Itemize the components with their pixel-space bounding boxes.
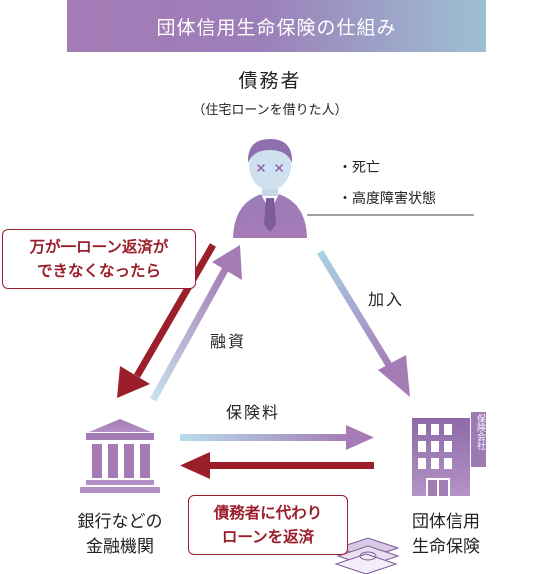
join-arrow: [317, 250, 410, 397]
bank-label-line2: 金融機関: [86, 537, 154, 557]
title-banner: 団体信用生命保険の仕組み: [67, 0, 486, 52]
financing-arrow: [149, 245, 242, 402]
insurer-building-icon: [412, 412, 486, 496]
default-callout-line1: 万が一ローン返済が: [29, 238, 169, 256]
debtor-icon: [233, 139, 307, 238]
insurer-label: 団体信用 生命保険: [396, 510, 496, 560]
default-callout: 万が一ローン返済が できなくなったら: [2, 229, 196, 289]
insurer-label-line2: 生命保険: [412, 537, 480, 557]
bank-icon: [80, 419, 160, 493]
condition-death: ・死亡: [338, 160, 380, 176]
insurer-sign-text: 保険会社: [475, 414, 485, 450]
bank-label: 銀行などの 金融機関: [52, 510, 188, 560]
debtor-label: 債務者: [238, 70, 302, 92]
repay-callout-line2: ローンを返済: [221, 528, 315, 546]
financing-label: 融資: [210, 332, 247, 351]
page-title: 団体信用生命保険の仕組み: [156, 16, 397, 39]
repay-callout-line1: 債務者に代わり: [213, 504, 323, 522]
default-arrow: [117, 243, 217, 398]
debtor-sublabel: （住宅ローンを借りた人）: [192, 103, 348, 118]
bank-label-line1: 銀行などの: [77, 512, 163, 532]
default-callout-line2: できなくなったら: [36, 262, 161, 280]
premium-arrow: [180, 425, 374, 450]
money-icon: [334, 537, 400, 574]
insurer-label-line1: 団体信用: [412, 512, 480, 532]
condition-disability: ・高度障害状態: [338, 191, 436, 207]
repay-arrow: [180, 452, 374, 479]
join-label: 加入: [368, 290, 405, 309]
premium-label: 保険料: [226, 403, 281, 422]
repay-callout: 債務者に代わり ローンを返済: [188, 495, 348, 555]
